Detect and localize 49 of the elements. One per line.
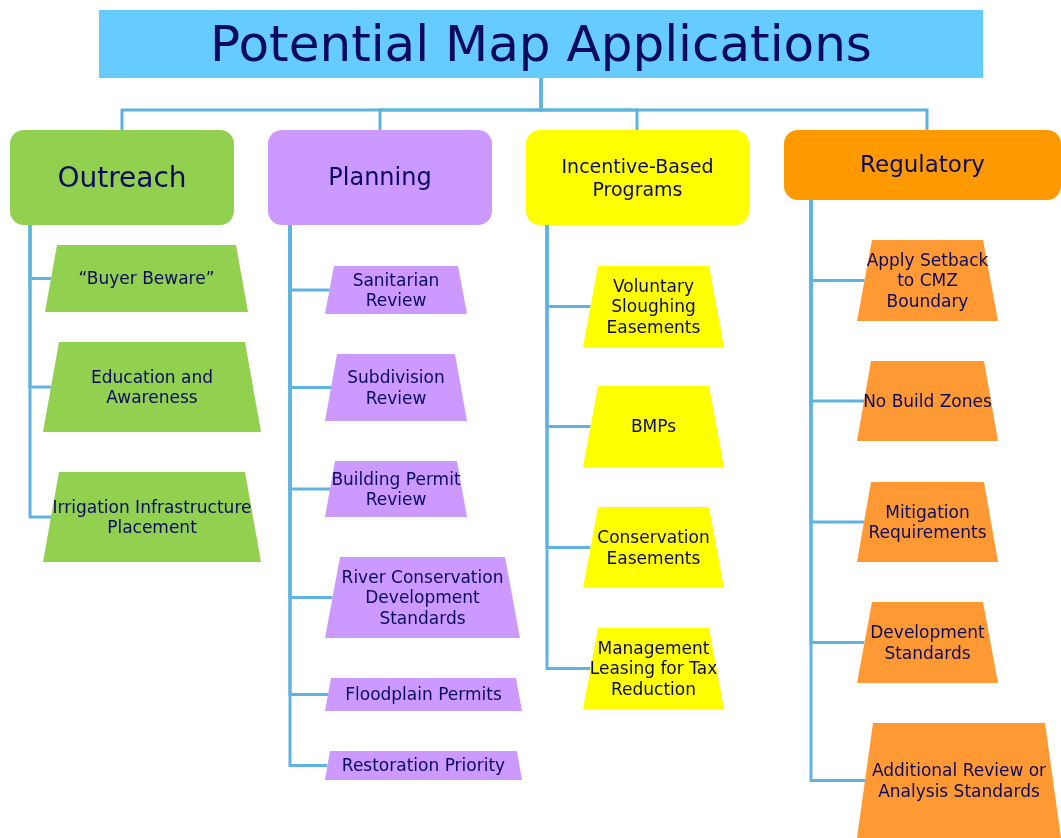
trapezoid-box xyxy=(857,723,1061,838)
connector-line xyxy=(28,225,51,519)
trapezoid-box xyxy=(857,602,998,683)
trapezoid-box xyxy=(583,386,724,467)
category-box xyxy=(526,130,749,225)
connector-line xyxy=(539,78,929,130)
trapezoid-box xyxy=(583,628,724,709)
box-label: Development Standards xyxy=(869,622,986,663)
trapezoid-box xyxy=(325,461,467,517)
title-banner xyxy=(99,10,983,78)
box-label: No Build Zones xyxy=(862,390,993,412)
category-box xyxy=(268,130,492,225)
trapezoid-box xyxy=(325,751,522,780)
category-box xyxy=(10,130,234,225)
box-label: Building Permit Review xyxy=(330,468,462,510)
trapezoid-box xyxy=(583,507,724,588)
box-label: Planning xyxy=(327,163,433,192)
title-text: Potential Map Applications xyxy=(209,14,873,74)
category-box xyxy=(784,130,1061,200)
box-label: Regulatory xyxy=(859,151,986,179)
box-label: Mitigation Requirements xyxy=(867,501,988,543)
trapezoid-box xyxy=(325,266,467,314)
box-label: Management Leasing for Tax Reduction xyxy=(588,637,719,700)
trapezoid-box xyxy=(857,361,998,441)
box-label: Additional Review or Analysis Standards xyxy=(870,760,1048,801)
box-label: Conservation Easements xyxy=(596,527,711,568)
trapezoid-box xyxy=(45,245,248,312)
trapezoid-box xyxy=(857,240,998,321)
box-label: Restoration Priority xyxy=(340,755,507,776)
trapezoid-box xyxy=(325,354,467,421)
trapezoid-box xyxy=(325,678,522,711)
box-label: “Buyer Beware” xyxy=(77,268,216,289)
trapezoid-box xyxy=(43,342,261,432)
box-label: Education and Awareness xyxy=(90,366,214,408)
box-label: Sanitarian Review xyxy=(351,269,441,311)
box-label: Voluntary Sloughing Easements xyxy=(605,275,702,338)
box-label: Incentive-Based Programs xyxy=(560,154,715,201)
box-label: Outreach xyxy=(56,160,188,195)
trapezoid-box xyxy=(583,266,724,347)
box-label: Apply Setback to CMZ Boundary xyxy=(865,249,990,312)
trapezoid-box xyxy=(857,482,998,562)
connector-line xyxy=(545,225,591,670)
box-label: River Conservation Development Standards xyxy=(340,566,505,629)
trapezoid-box xyxy=(43,472,261,562)
box-label: Floodplain Permits xyxy=(344,684,503,705)
box-label: BMPs xyxy=(629,416,678,437)
box-label: Irrigation Infrastructure Placement xyxy=(51,496,253,538)
box-label: Subdivision Review xyxy=(346,367,446,408)
trapezoid-box xyxy=(325,557,520,638)
